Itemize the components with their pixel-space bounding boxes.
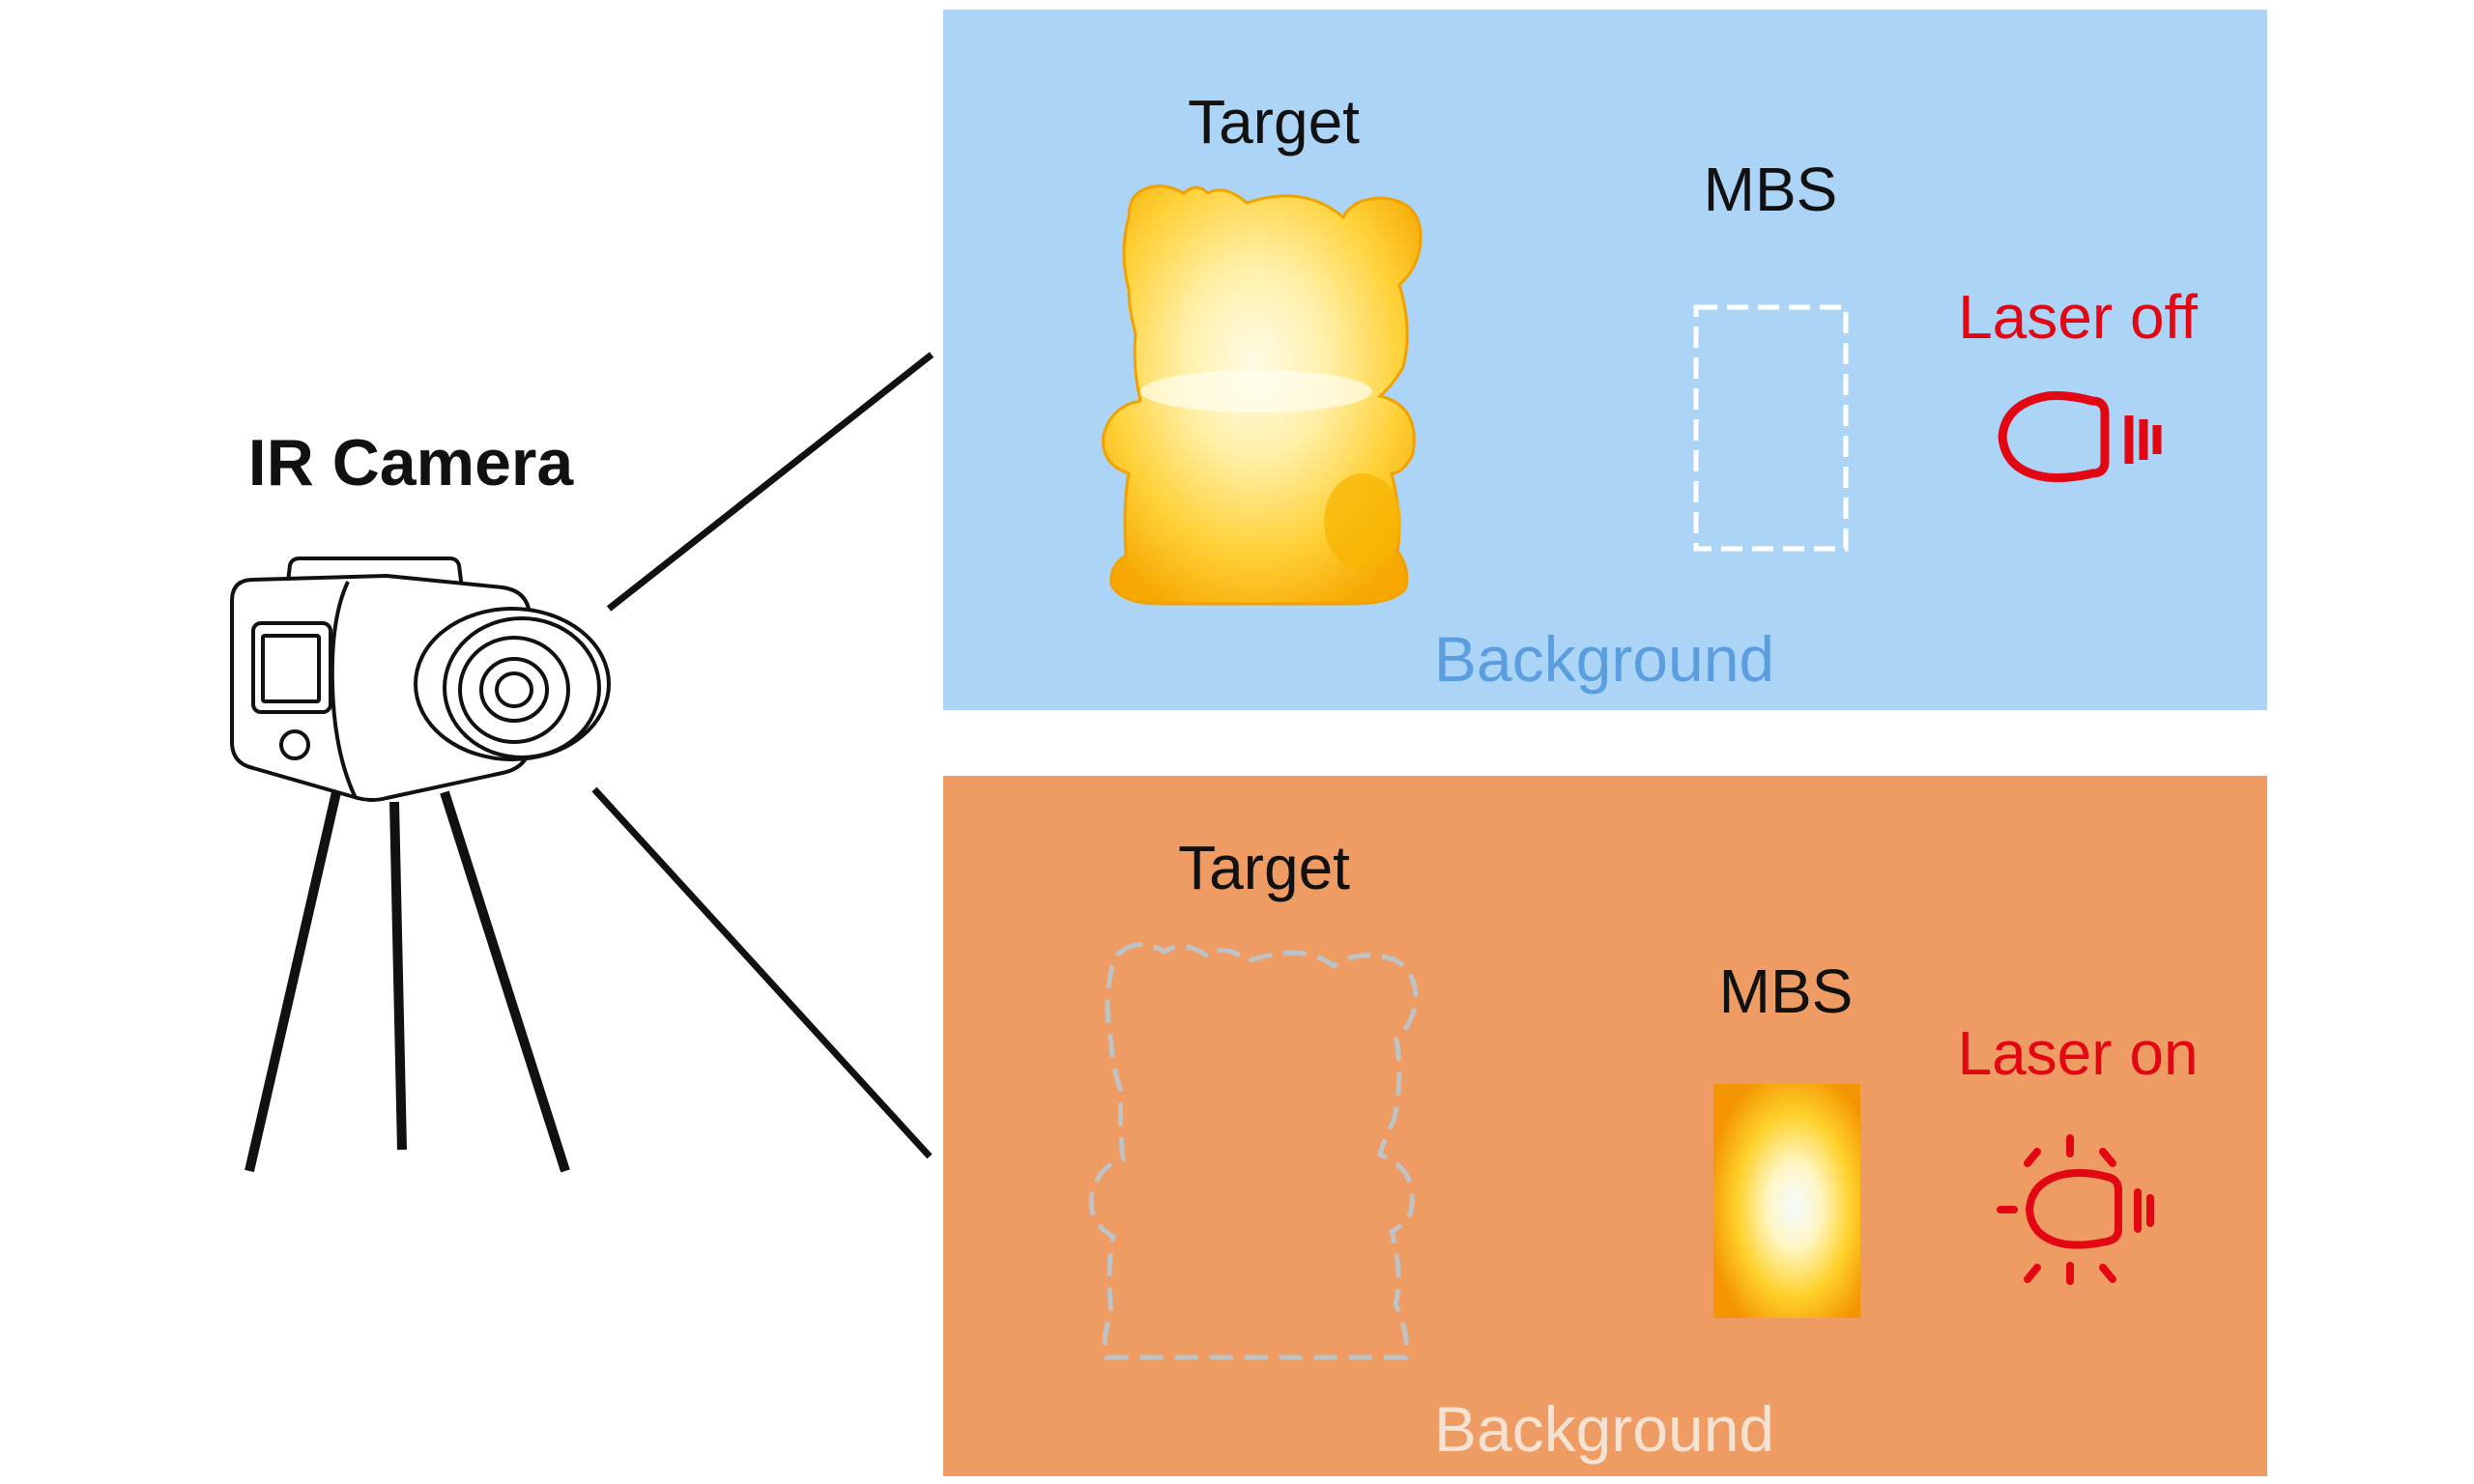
view-line-top — [606, 352, 935, 612]
camera-knob — [279, 729, 310, 760]
view-line-bottom — [591, 786, 933, 1159]
target-label: Target — [1188, 87, 1360, 157]
mbs-label: MBS — [1704, 155, 1838, 224]
target-label: Target — [1178, 833, 1350, 902]
tripod — [245, 790, 570, 1173]
camera-label: IR Camera — [248, 426, 575, 499]
camera-screen — [251, 621, 332, 714]
background-label: Background — [1434, 1393, 1774, 1465]
mbs-heated-block — [1713, 1084, 1860, 1318]
bear-target-outline-dashed — [1088, 942, 1419, 1360]
panel-laser-off: Target MBS Laser off Background — [943, 10, 2267, 710]
panel-laser-on: Target MBS Laser on Background — [943, 776, 2267, 1476]
panel-background — [943, 776, 2267, 1476]
light-bulb-on-icon — [1997, 1134, 2154, 1285]
laser-status-label: Laser on — [1957, 1018, 2198, 1088]
laser-status-label: Laser off — [1958, 282, 2198, 352]
light-bulb-off-icon — [1998, 391, 2162, 482]
camera-lens — [414, 607, 611, 761]
mbs-outline-dashed — [1693, 304, 1849, 552]
ir-camera — [230, 556, 611, 1173]
background-label: Background — [1434, 623, 1774, 695]
mbs-label: MBS — [1719, 956, 1854, 1026]
